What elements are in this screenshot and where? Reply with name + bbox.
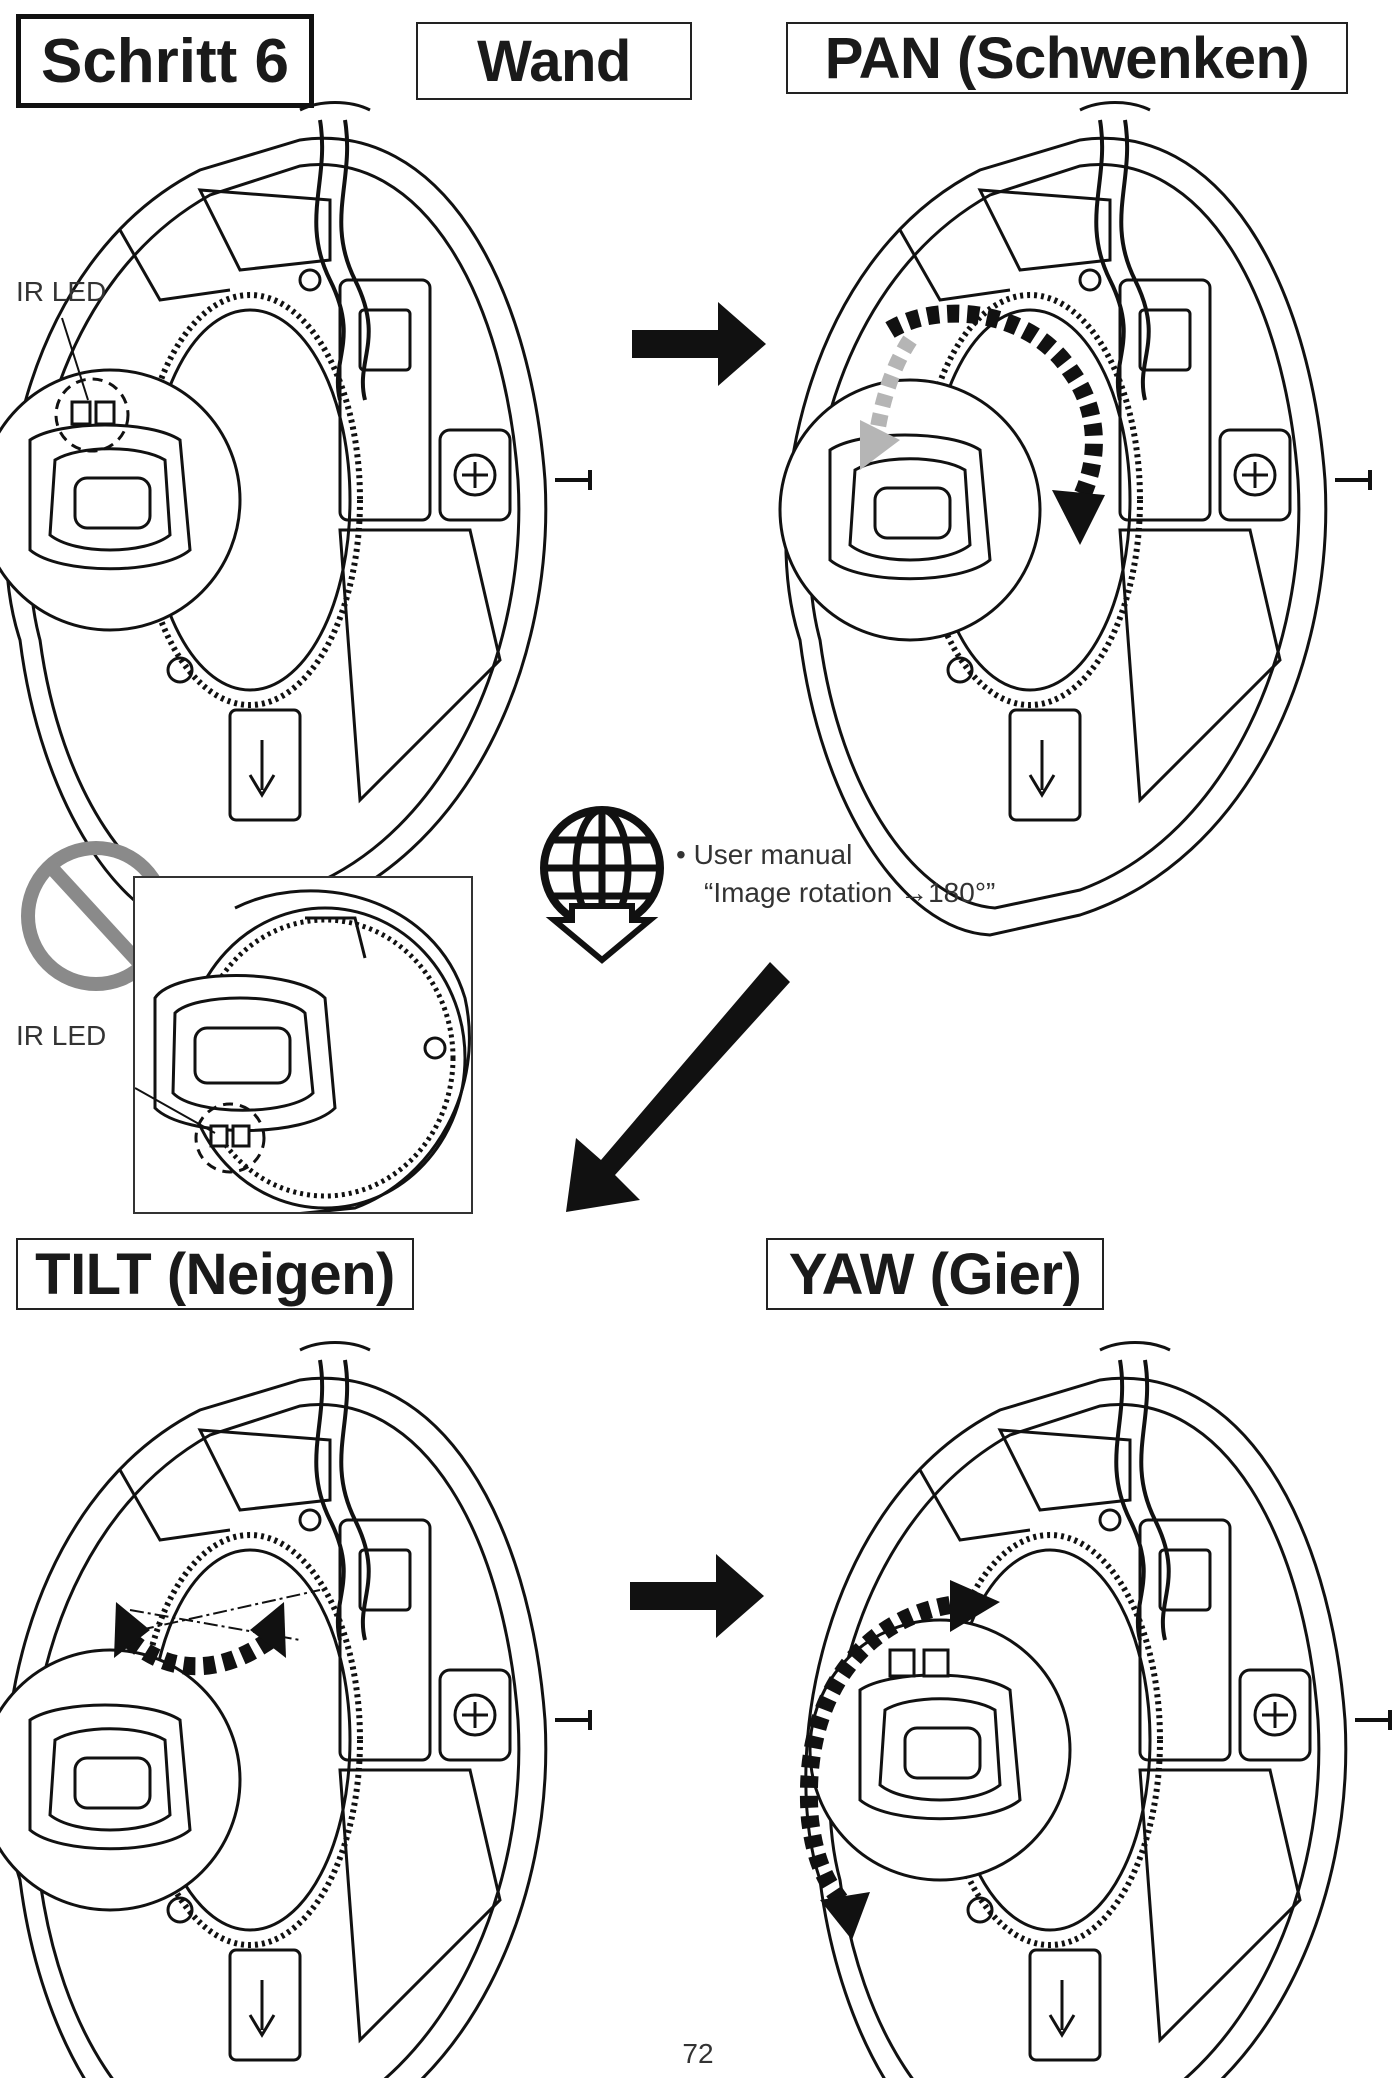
arrow-right-icon [632,302,766,386]
ir-led-label-top: IR LED [16,276,107,307]
arrow-right-icon [630,1554,764,1638]
page-number: 72 [682,2038,714,2069]
globe-download-icon [540,806,664,964]
tilt-label: TILT (Neigen) [16,1238,414,1310]
step-label: Schritt 6 [16,14,314,108]
note-text: “Image rotation →180°” [704,877,996,908]
arrow-diagonal-icon [566,962,790,1212]
ir-led-label-inset: IR LED [16,1020,107,1051]
note-bullet: • User manual [676,839,853,870]
yaw-label: YAW (Gier) [766,1238,1104,1310]
inset-wrong-orientation [133,876,473,1214]
pan-label: PAN (Schwenken) [786,22,1348,94]
inset-illustration [135,889,471,1212]
mount-label: Wand [416,22,692,100]
